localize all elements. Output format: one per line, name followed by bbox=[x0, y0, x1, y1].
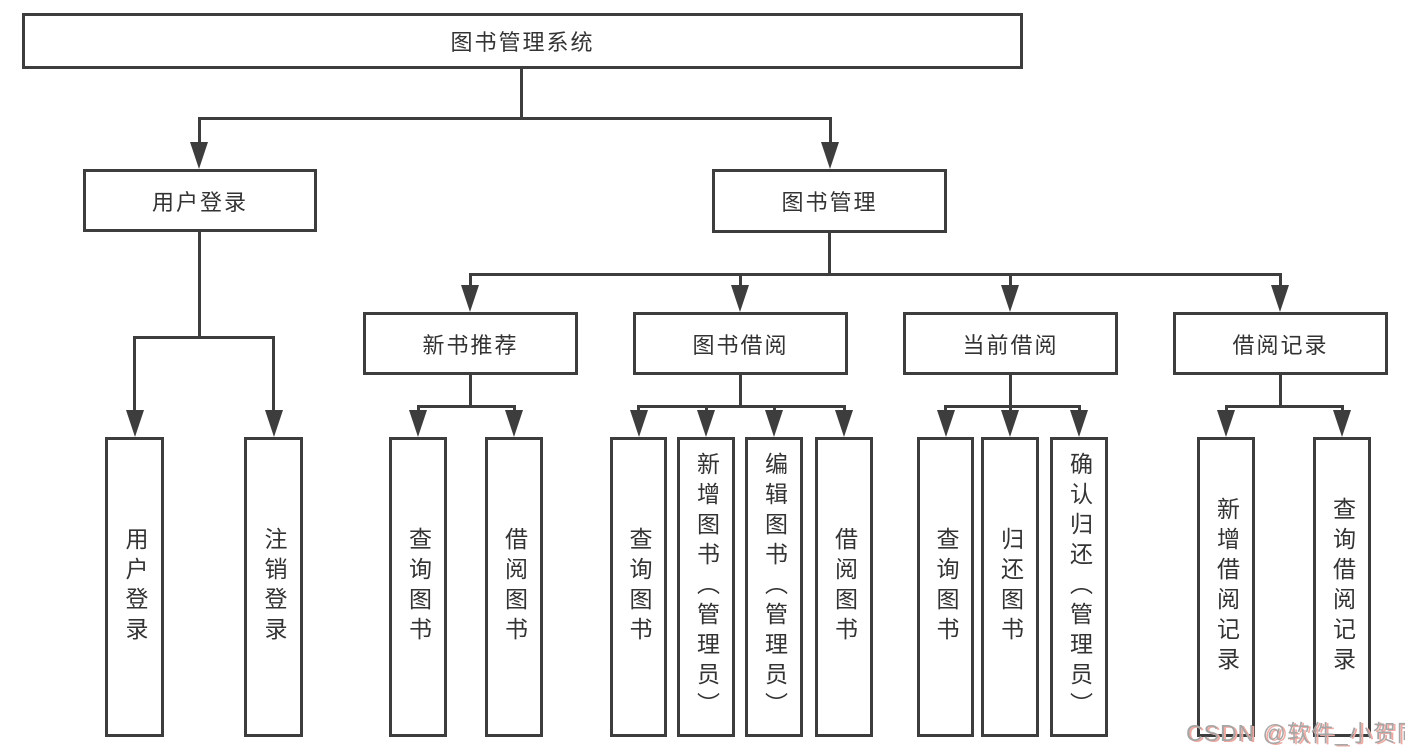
connector-line bbox=[1009, 273, 1012, 287]
node-borrowing-records: 借阅记录 bbox=[1173, 312, 1388, 375]
connector-line bbox=[829, 117, 832, 144]
connector-line bbox=[828, 233, 831, 276]
leaf-edit-books-admin-label: 编辑图书（管理员） bbox=[761, 452, 788, 722]
arrowhead-icon bbox=[190, 142, 208, 169]
connector-line bbox=[272, 336, 275, 411]
connector-line bbox=[417, 405, 420, 413]
leaf-return-books-label: 归还图书 bbox=[997, 527, 1024, 647]
arrowhead-icon bbox=[765, 410, 783, 437]
leaf-borrow-books-recommend-label: 借阅图书 bbox=[501, 527, 528, 647]
node-book-borrowing-label: 图书借阅 bbox=[692, 332, 789, 358]
node-root-label: 图书管理系统 bbox=[450, 30, 595, 55]
leaf-logout-label: 注销登录 bbox=[261, 527, 287, 647]
arrowhead-icon bbox=[630, 410, 648, 437]
node-new-book-recommend: 新书推荐 bbox=[363, 312, 578, 375]
leaf-borrow-books-label: 借阅图书 bbox=[831, 527, 858, 647]
node-borrowing-records-label: 借阅记录 bbox=[1232, 332, 1329, 358]
connector-line bbox=[1009, 405, 1012, 413]
arrowhead-icon bbox=[1070, 410, 1088, 437]
connector-line bbox=[1279, 273, 1282, 287]
connector-line bbox=[1225, 405, 1228, 413]
arrowhead-icon bbox=[937, 410, 955, 437]
connector-line bbox=[637, 405, 845, 408]
leaf-add-borrow-record: 新增借阅记录 bbox=[1197, 437, 1255, 737]
arrowhead-icon bbox=[126, 410, 144, 437]
connector-line bbox=[513, 405, 516, 413]
connector-line bbox=[705, 405, 708, 413]
leaf-query-borrow-record: 查询借阅记录 bbox=[1313, 437, 1371, 737]
connector-line bbox=[944, 405, 1081, 408]
connector-line bbox=[520, 68, 523, 120]
connector-line bbox=[133, 336, 136, 411]
leaf-logout: 注销登录 bbox=[244, 437, 303, 737]
arrowhead-icon bbox=[265, 410, 283, 437]
leaf-confirm-return-admin: 确认归还（管理员） bbox=[1050, 437, 1108, 737]
arrowhead-icon bbox=[409, 410, 427, 437]
connector-line bbox=[1009, 375, 1012, 408]
leaf-query-books-recommend: 查询图书 bbox=[389, 437, 447, 737]
csdn-watermark: CSDN @软件_小贺同学 bbox=[1186, 720, 1405, 746]
connector-line bbox=[198, 232, 201, 339]
connector-line bbox=[198, 117, 832, 120]
connector-line bbox=[1225, 405, 1344, 408]
connector-line bbox=[773, 405, 776, 413]
arrowhead-icon bbox=[1001, 410, 1019, 437]
leaf-add-books-admin-label: 新增图书（管理员） bbox=[693, 452, 720, 722]
leaf-edit-books-admin: 编辑图书（管理员） bbox=[745, 437, 803, 737]
leaf-query-books-current: 查询图书 bbox=[917, 437, 974, 737]
leaf-query-books-current-label: 查询图书 bbox=[933, 527, 959, 647]
connector-line bbox=[469, 375, 472, 408]
node-book-borrowing: 图书借阅 bbox=[633, 312, 848, 375]
connector-line bbox=[739, 273, 742, 287]
leaf-query-books-borrowing-label: 查询图书 bbox=[626, 527, 652, 647]
arrowhead-icon bbox=[1333, 410, 1351, 437]
connector-line bbox=[739, 375, 742, 408]
node-user-login-label: 用户登录 bbox=[151, 189, 248, 215]
connector-line bbox=[417, 405, 516, 408]
leaf-user-login: 用户登录 bbox=[105, 437, 164, 737]
connector-line bbox=[469, 273, 472, 287]
arrowhead-icon bbox=[1217, 410, 1235, 437]
node-current-borrowing-label: 当前借阅 bbox=[962, 332, 1059, 358]
leaf-user-login-label: 用户登录 bbox=[122, 527, 148, 647]
node-new-book-recommend-label: 新书推荐 bbox=[422, 332, 519, 358]
node-user-login: 用户登录 bbox=[83, 169, 317, 232]
connector-line bbox=[198, 117, 201, 144]
arrowhead-icon bbox=[821, 142, 839, 169]
leaf-query-books-recommend-label: 查询图书 bbox=[405, 527, 432, 647]
arrowhead-icon bbox=[731, 285, 749, 312]
connector-line bbox=[133, 336, 275, 339]
leaf-borrow-books: 借阅图书 bbox=[815, 437, 873, 737]
node-current-borrowing: 当前借阅 bbox=[903, 312, 1118, 375]
leaf-borrow-books-recommend: 借阅图书 bbox=[485, 437, 543, 737]
connector-line bbox=[1078, 405, 1081, 413]
leaf-add-books-admin: 新增图书（管理员） bbox=[677, 437, 735, 737]
connector-line bbox=[843, 405, 846, 413]
arrowhead-icon bbox=[1271, 285, 1289, 312]
arrowhead-icon bbox=[835, 410, 853, 437]
connector-line bbox=[469, 273, 1282, 276]
connector-line bbox=[1279, 375, 1282, 408]
node-book-management-label: 图书管理 bbox=[781, 190, 878, 215]
arrowhead-icon bbox=[505, 410, 523, 437]
node-book-management: 图书管理 bbox=[712, 169, 947, 233]
leaf-query-borrow-record-label: 查询借阅记录 bbox=[1329, 497, 1356, 677]
arrowhead-icon bbox=[461, 285, 479, 312]
connector-line bbox=[637, 405, 640, 413]
arrowhead-icon bbox=[1001, 285, 1019, 312]
leaf-add-borrow-record-label: 新增借阅记录 bbox=[1213, 497, 1240, 677]
connector-line bbox=[944, 405, 947, 413]
leaf-return-books: 归还图书 bbox=[981, 437, 1039, 737]
connector-line bbox=[1341, 405, 1344, 413]
node-root: 图书管理系统 bbox=[22, 13, 1023, 69]
leaf-confirm-return-admin-label: 确认归还（管理员） bbox=[1066, 452, 1093, 722]
leaf-query-books-borrowing: 查询图书 bbox=[610, 437, 667, 737]
arrowhead-icon bbox=[697, 410, 715, 437]
